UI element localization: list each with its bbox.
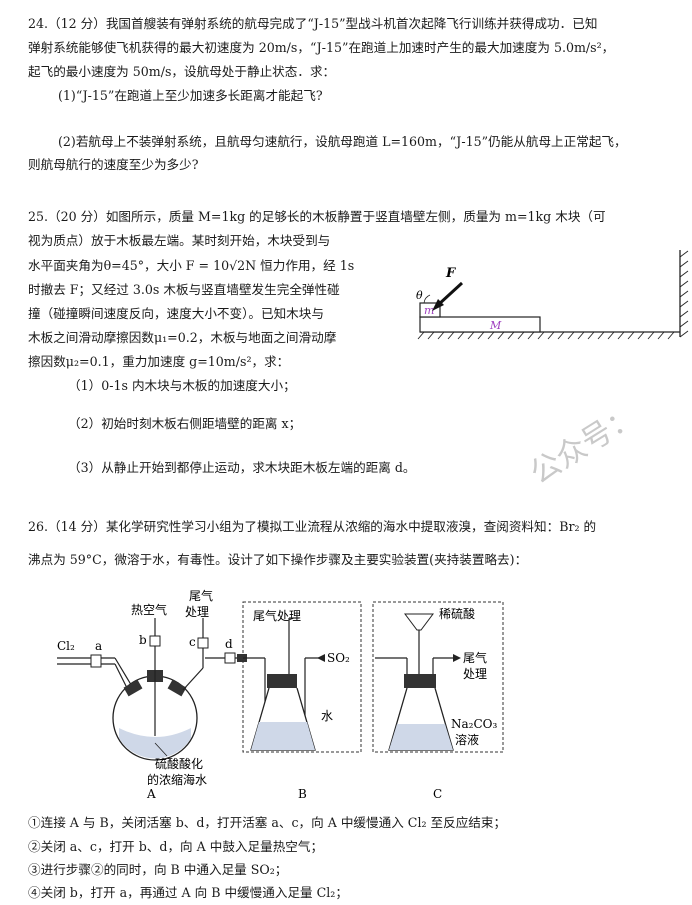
q25-line1: 25.（20 分）如图所示，质量 M=1kg 的足够长的木板静置于竖直墙壁左侧，… [28,209,606,224]
q24-line3: 起飞的最小速度为 50m/s，设航母处于静止状态．求： [28,64,336,79]
label-acidified2: 的浓缩海水 [147,772,207,787]
watermark: 公众号： [524,398,645,492]
q25-line2: 视为质点）放于木板最左端。某时刻开始，木块受到与 [28,233,331,248]
label-acidified1: 硫酸酸化 [155,756,203,771]
q26-step3: ③进行步骤②的同时，向 B 中通入足量 SO₂； [28,862,288,877]
q25-line5: 撞（碰撞瞬间速度反向，速度大小不变）。已知木块与 [28,306,324,321]
q25-line4: 时撤去 F；又经过 3.0s 木板与竖直墙壁发生完全弹性碰 [28,282,340,297]
label-a: a [95,639,102,653]
q26-step1: ①连接 A 与 B，关闭活塞 b、d，打开活塞 a、c，向 A 中缓慢通入 Cl… [28,815,507,830]
q24-sub1: (1)“J-15”在跑道上至少加速多长距离才能起飞? [58,88,323,103]
q25-line6: 木板之间滑动摩擦因数μ₁=0.2，木板与地面之间滑动摩 [28,330,337,345]
label-water: 水 [321,709,333,723]
q25-line7: 擦因数μ₂=0.1，重力加速度 g=10m/s²，求： [28,354,290,369]
label-A: A [146,787,156,798]
label-na2co3: Na₂CO₃ [451,717,497,731]
q24-line1: 24.（12 分）我国首艘装有弹射系统的航母完成了“J-15”型战斗机首次起降飞… [28,16,598,31]
label-tail-gas-c: 尾气 [463,650,487,665]
label-hot-air: 热空气 [131,602,167,617]
label-B: B [298,787,307,798]
q24-sub2a: (2)若航母上不装弹射系统，且航母匀速航行，设航母跑道 L=160m，“J-15… [58,134,627,149]
label-tail-treat-b: 尾气处理 [253,608,301,623]
q26-step4: ④关闭 b，打开 a，再通过 A 向 B 中缓慢通入足量 Cl₂； [28,885,348,900]
q25-sub1: （1）0-1s 内木块与木板的加速度大小； [68,378,296,393]
label-treat-c: 处理 [463,667,487,681]
label-M: M [489,319,502,332]
label-b: b [139,633,147,647]
label-tail-gas: 尾气 [189,588,213,603]
q26-step2: ②关闭 a、c，打开 b、d，向 A 中鼓入足量热空气； [28,839,324,854]
label-m: m [424,304,434,317]
label-d: d [225,637,233,651]
q25-sub3: （3）从静止开始到都停止运动，求木块距木板左端的距离 d。 [68,460,416,475]
label-c: c [189,635,196,649]
label-treat: 处理 [185,605,209,619]
label-theta: θ [416,289,423,302]
q24-line2: 弹射系统能够使飞机获得的最大初速度为 20m/s，“J-15”在跑道上加速时产生… [28,40,615,55]
label-so2: SO₂ [327,651,350,665]
q25-sub2: （2）初始时刻木板右侧距墙壁的距离 x； [68,416,302,431]
label-F: F [445,266,456,281]
label-cl2: Cl₂ [57,639,75,653]
label-solution: 溶液 [455,732,479,747]
q24-sub2b: 则航母航行的速度至少为多少? [28,157,199,172]
q26-line2: 沸点为 59°C，微溶于水，有毒性。设计了如下操作步骤及主要实验装置(夹持装置略… [28,552,528,567]
q26-line1: 26.（14 分）某化学研究性学习小组为了模拟工业流程从浓缩的海水中提取液溴，查… [28,519,597,534]
label-dilute-acid: 稀硫酸 [439,606,475,621]
q25-figure: M m θ F [416,250,689,340]
label-C: C [433,787,442,798]
q25-line3: 水平面夹角为θ=45°，大小 F = 10√2N 恒力作用，经 1s [28,258,355,273]
q26-figure: Cl₂ a 热空气 b 尾气 处理 c d 硫酸酸化 的浓缩海水 A 尾气处理 … [57,588,504,798]
